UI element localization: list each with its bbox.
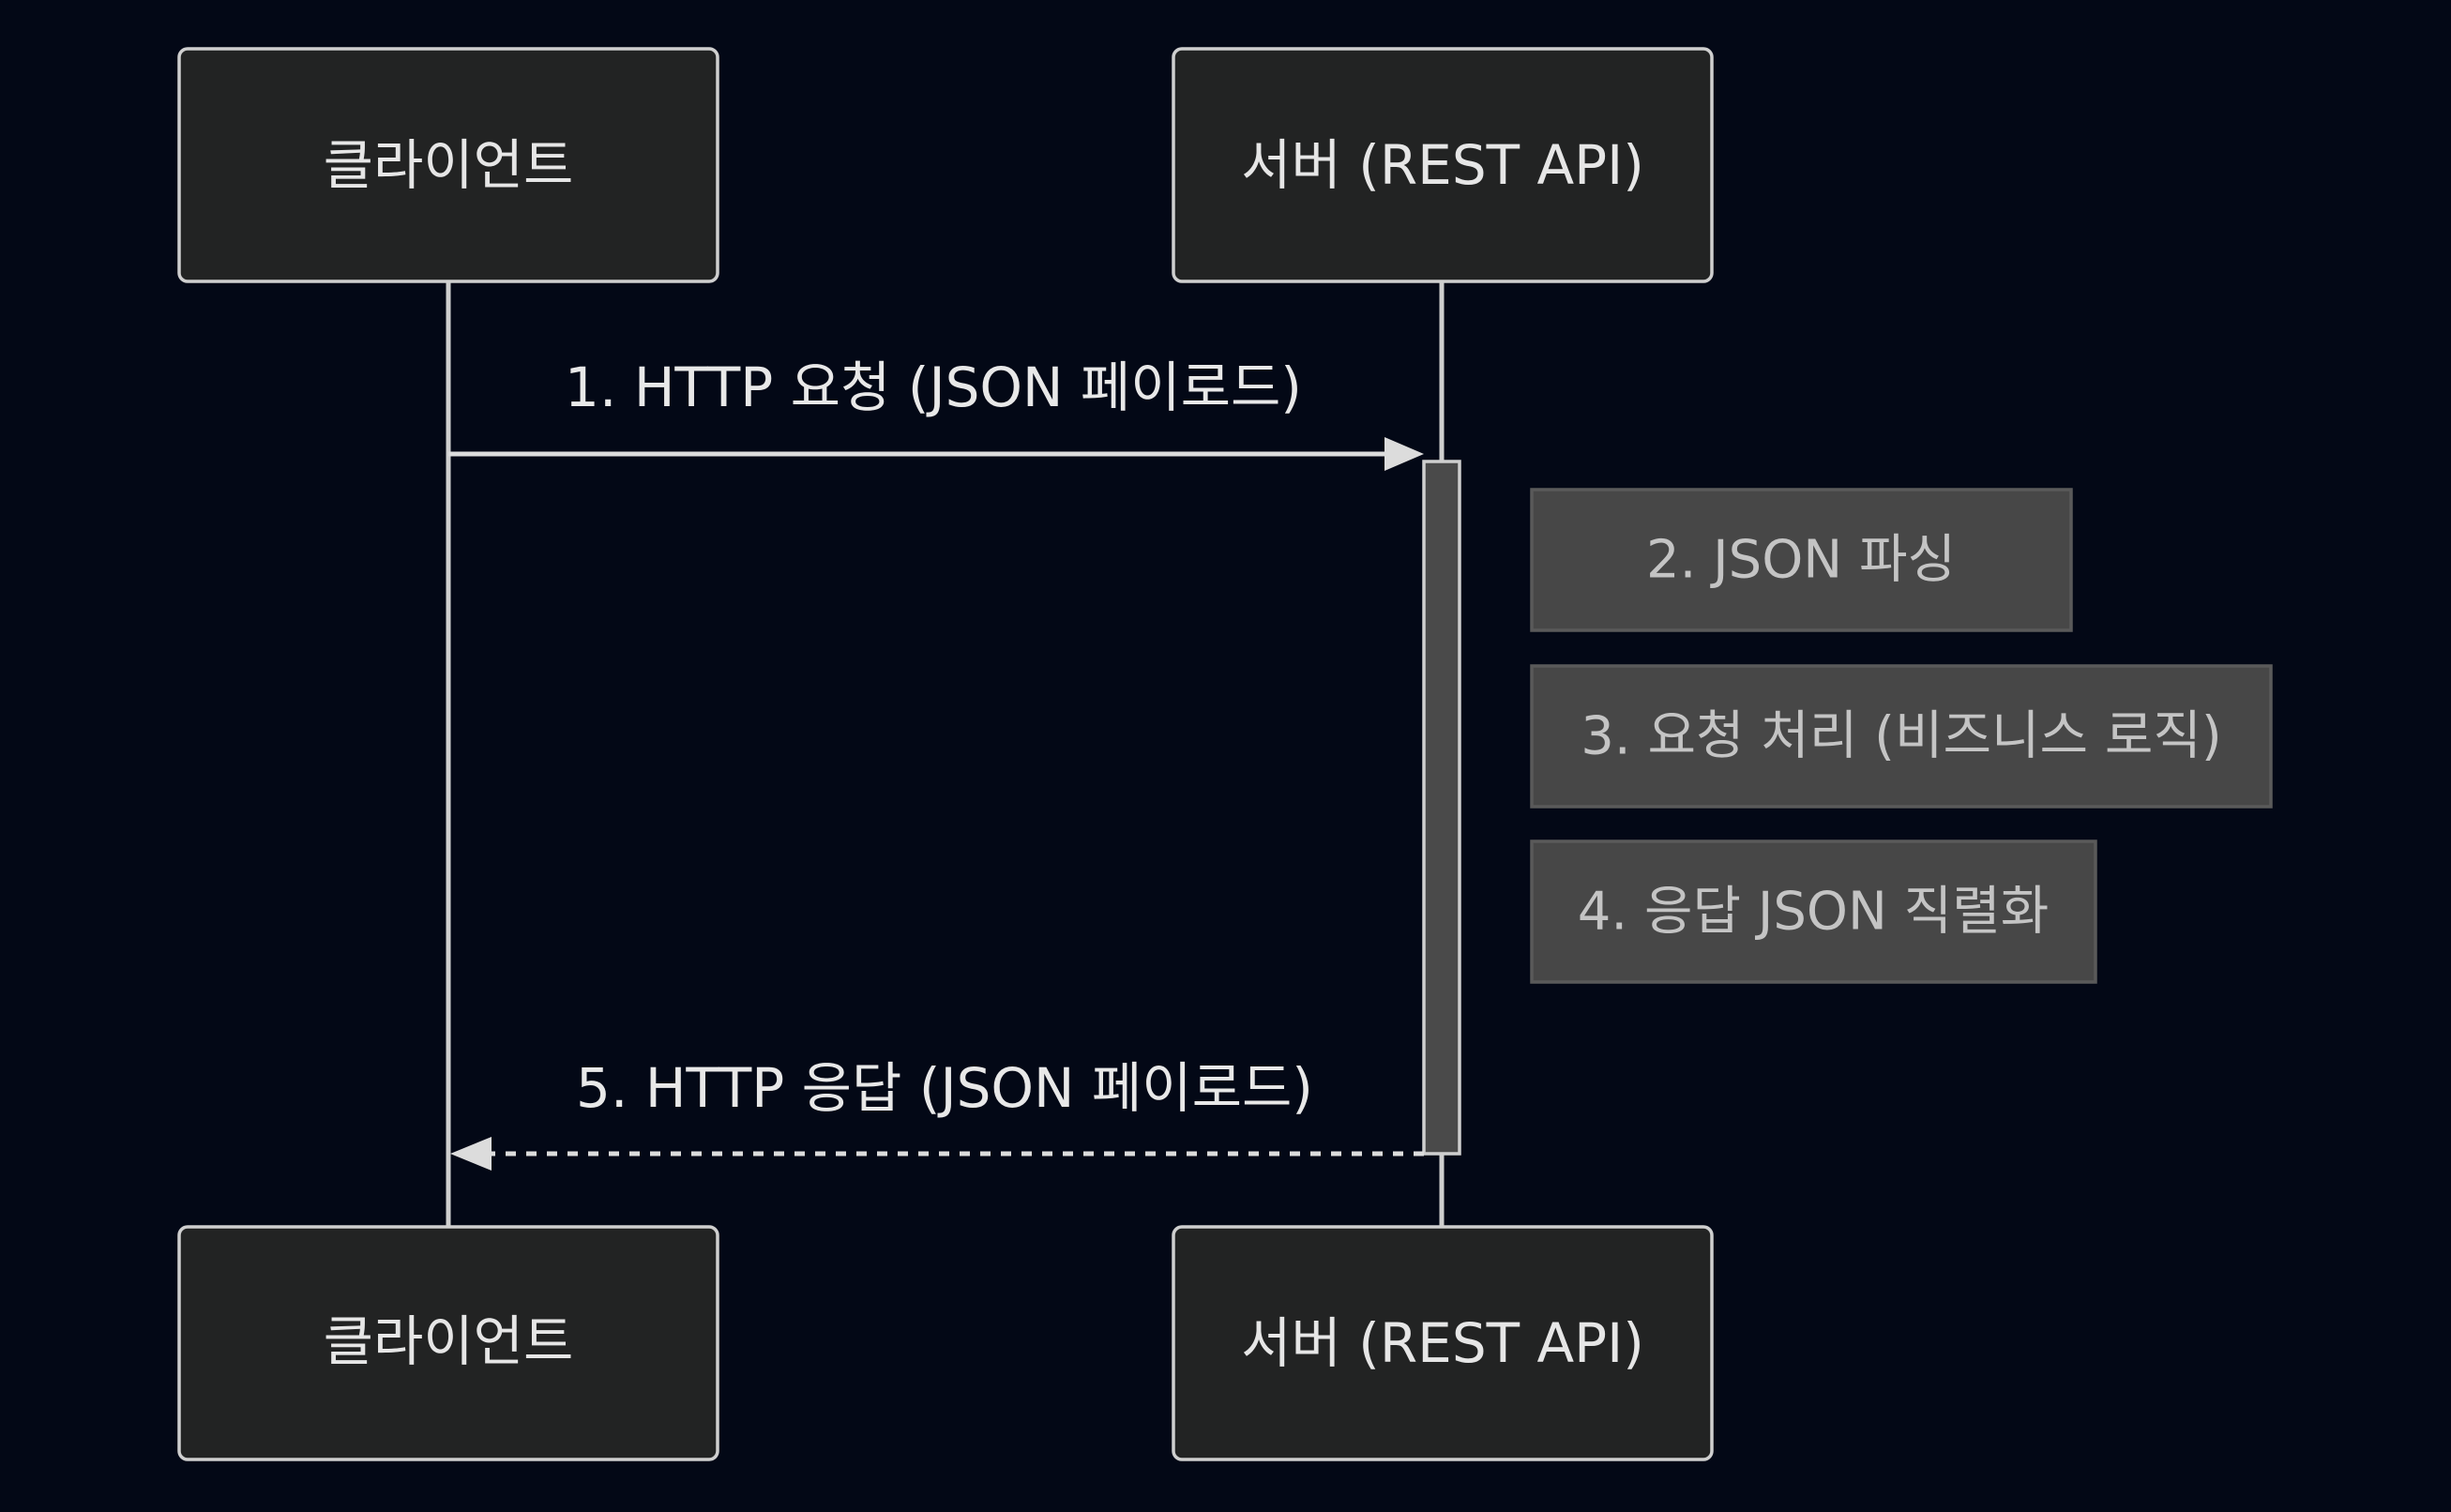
actor-server-top: 서버 (REST API) [1172, 47, 1714, 283]
note-box [1530, 664, 2273, 809]
actor-client-top: 클라이언트 [177, 47, 719, 283]
note-box [1530, 839, 2097, 984]
actor-label: 서버 (REST API) [1241, 1311, 1644, 1375]
note-label: 3. 요청 처리 (비즈니스 로직) [1581, 706, 2222, 767]
note-json-parsing: 2. JSON 파싱 [1530, 488, 2073, 632]
note-json-serialization: 4. 응답 JSON 직렬화 [1530, 839, 2097, 984]
actor-label: 클라이언트 [324, 133, 574, 197]
message-response: 5. HTTP 응답 (JSON 페이로드) [450, 1056, 1424, 1171]
actor-box [1172, 1225, 1714, 1461]
actor-label: 클라이언트 [324, 1309, 574, 1373]
message-label: 5. HTTP 응답 (JSON 페이로드) [576, 1056, 1313, 1120]
actor-box [177, 47, 719, 283]
message-request: 1. HTTP 요청 (JSON 페이로드) [448, 355, 1424, 471]
actor-box [1172, 47, 1714, 283]
actor-client-bottom: 클라이언트 [177, 1225, 719, 1461]
note-label: 2. JSON 파싱 [1646, 530, 1956, 591]
message-label: 1. HTTP 요청 (JSON 페이로드) [565, 355, 1302, 419]
note-label: 4. 응답 JSON 직렬화 [1578, 882, 2049, 943]
note-box [1530, 488, 2073, 632]
actor-server-bottom: 서버 (REST API) [1172, 1225, 1714, 1461]
note-request-processing: 3. 요청 처리 (비즈니스 로직) [1530, 664, 2273, 809]
actor-label: 서버 (REST API) [1241, 133, 1644, 197]
actor-box [177, 1225, 719, 1461]
server-activation-bar [1422, 460, 1461, 1156]
arrowhead-right-icon [1384, 437, 1424, 471]
arrowhead-left-icon [450, 1137, 492, 1171]
